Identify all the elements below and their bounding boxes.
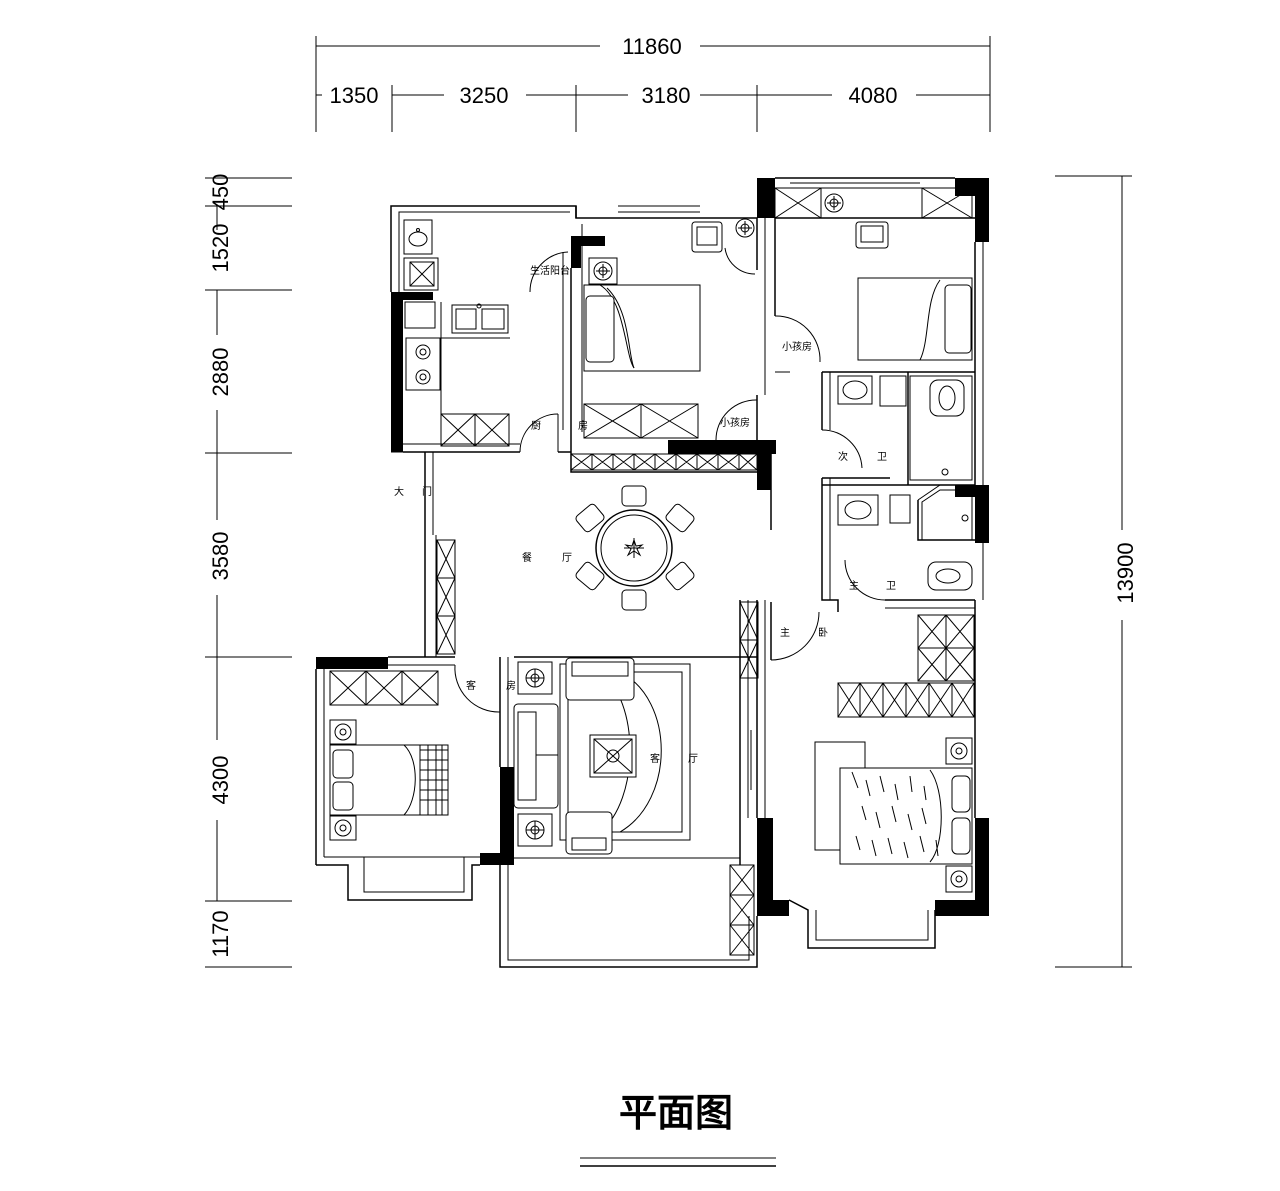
label-entrance-b: 门: [422, 485, 432, 498]
dining-chair: [665, 561, 695, 591]
label-guest-room-b: 房: [506, 679, 516, 692]
dim-top-1: 1350: [330, 83, 379, 108]
master-pillow: [951, 817, 971, 855]
left-dimensions: 450 1520 2880 3580 4300 1170: [205, 174, 292, 968]
label-kid-room-1: 小孩房: [720, 416, 750, 429]
label-kid-room-2: 小孩房: [782, 340, 812, 353]
drawing-title: 平面图: [580, 1091, 776, 1167]
page-title: 平面图: [619, 1091, 733, 1135]
right-dimensions: 13900: [1055, 175, 1138, 968]
squat-toilet-2: [927, 561, 973, 591]
label-master-bath-a: 主: [849, 580, 859, 592]
top-dimensions: 11860 1350 3250 3180 4080: [315, 34, 991, 132]
bathroom-fixtures: [837, 375, 973, 591]
label-dining-a: 餐: [522, 551, 532, 564]
armchair: [565, 657, 635, 701]
squat-toilet-1: [929, 379, 965, 417]
doors: [454, 247, 886, 713]
label-master-bed-a: 主: [780, 627, 790, 639]
kid-room-1-furniture: [583, 218, 755, 372]
dim-top-3: 3180: [642, 83, 691, 108]
label-entrance-a: 大: [394, 485, 404, 498]
dining-table: [595, 509, 673, 587]
pillow-1: [585, 295, 615, 363]
armchair: [565, 811, 613, 855]
dim-total-width: 11860: [622, 34, 682, 59]
kitchen-fixtures: [403, 219, 510, 444]
dining-chair: [621, 485, 647, 507]
living-room-furniture: [513, 657, 691, 855]
cabinets: [329, 187, 975, 956]
dim-top-4: 4080: [849, 83, 898, 108]
label-second-bath-b: 卫: [877, 452, 887, 463]
master-bath-basin: [837, 494, 879, 526]
label-utility-balcony: 生活阳台: [530, 264, 570, 277]
dim-left-1: 450: [208, 174, 233, 211]
label-guest-room-a: 客: [466, 679, 476, 692]
dim-left-6: 1170: [208, 910, 233, 957]
second-bath-basin: [837, 375, 873, 405]
partition-walls: [315, 177, 984, 968]
label-kitchen-b: 房: [578, 419, 588, 432]
label-master-bed-b: 卧: [818, 626, 828, 639]
dim-left-4: 3580: [208, 532, 233, 581]
label-master-bath-b: 卫: [886, 581, 896, 592]
dining-chair: [665, 503, 695, 533]
room-labels: 生活阳台 厨 房 小孩房 小孩房 次 卫 大 门 餐 厅 主 卫 主 卧 客 房…: [394, 264, 896, 765]
label-living-b: 厅: [688, 754, 698, 765]
master-pillow: [951, 775, 971, 813]
master-nightstand: [945, 737, 973, 765]
dim-total-height: 13900: [1113, 542, 1138, 603]
guest-pillow: [332, 749, 354, 779]
guest-room-furniture: [329, 719, 449, 841]
label-living-a: 客: [650, 752, 660, 765]
washing-machine: [403, 257, 439, 291]
pillow-2: [944, 284, 972, 354]
washbasin: [403, 219, 433, 255]
master-nightstand: [945, 865, 973, 893]
structural-walls: [316, 178, 989, 916]
dim-left-5: 4300: [208, 756, 233, 805]
sink: [451, 304, 509, 334]
dining-chair: [575, 561, 605, 591]
label-dining-b: 厅: [562, 553, 572, 564]
kid-room-2-furniture: [824, 193, 973, 361]
dim-left-3: 2880: [208, 348, 233, 397]
dim-left-2: 1520: [208, 224, 233, 273]
dim-top-2: 3250: [460, 83, 509, 108]
dining-chair: [621, 589, 647, 611]
shower: [921, 489, 973, 541]
guest-pillow: [332, 781, 354, 811]
label-second-bath-a: 次: [838, 450, 848, 463]
label-kitchen-a: 厨: [531, 420, 541, 432]
dining-chair: [575, 503, 605, 533]
stove: [405, 337, 441, 391]
master-bedroom-furniture: [814, 737, 973, 893]
dining-set: [575, 485, 695, 611]
corridor-cabinet-cells: [570, 453, 758, 471]
